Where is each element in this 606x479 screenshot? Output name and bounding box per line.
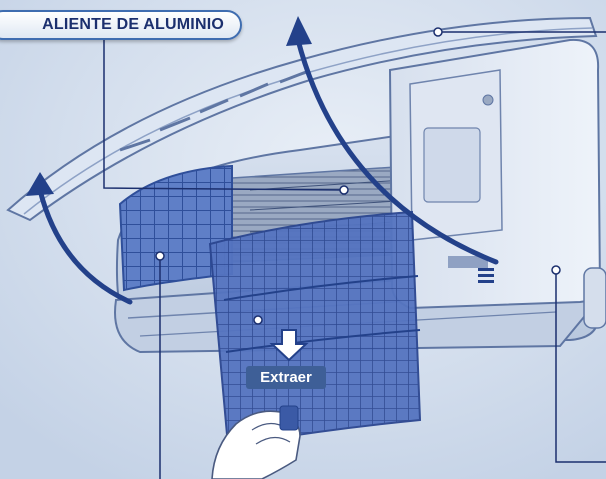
side-panel <box>390 40 606 328</box>
aluminium-fin-label-box: ALIENTE DE ALUMINIO <box>0 10 242 40</box>
removed-air-filter <box>210 212 420 446</box>
remove-callout: Extraer <box>246 366 326 389</box>
aluminium-fin-label: ALIENTE DE ALUMINIO <box>42 16 224 34</box>
